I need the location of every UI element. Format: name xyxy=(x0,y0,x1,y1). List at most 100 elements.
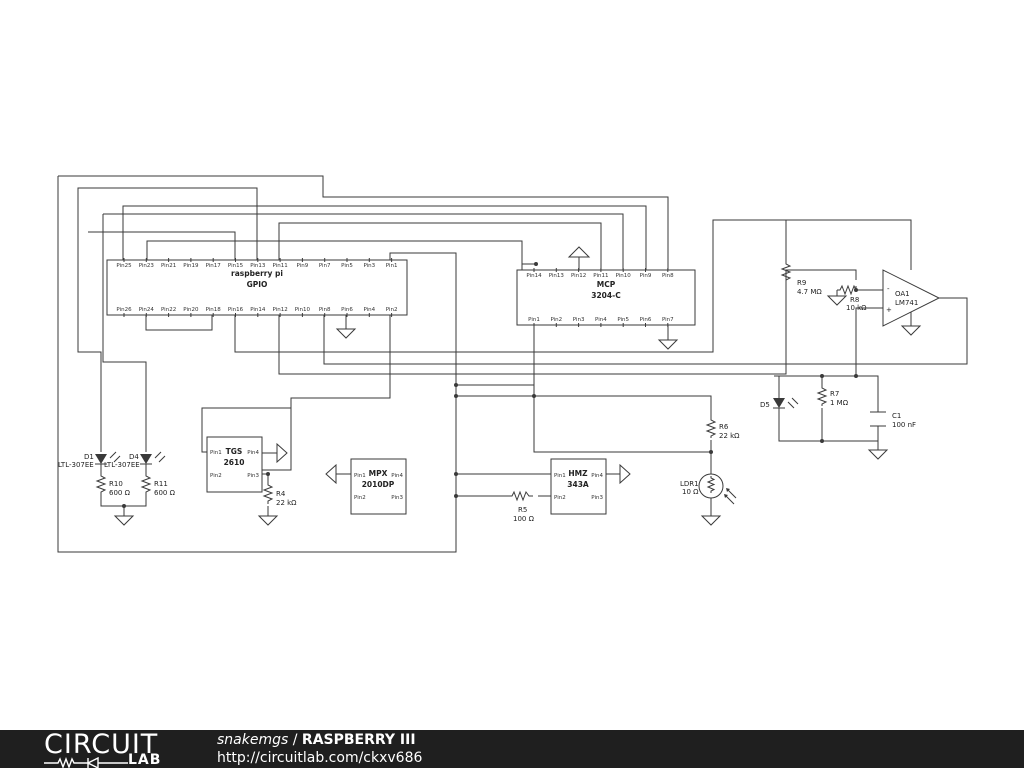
d4-led-icon xyxy=(140,451,166,465)
tgs-pin4: Pin4 xyxy=(247,450,259,456)
hmz-subtitle: 343A xyxy=(567,480,589,489)
pin-label: Pin11 xyxy=(272,263,287,269)
tgs-title: TGS xyxy=(226,447,243,456)
mcp-subtitle: 3204-C xyxy=(591,291,621,300)
pin-label: Pin23 xyxy=(139,263,155,269)
pin-label: Pin13 xyxy=(250,263,266,269)
ground-icon xyxy=(700,515,722,526)
hmz-pin2: Pin2 xyxy=(554,495,566,501)
d5-led-icon xyxy=(773,397,799,412)
pin-label: Pin4 xyxy=(363,307,375,313)
d5-name: D5 xyxy=(760,401,770,409)
d4-name: D4 xyxy=(129,453,139,461)
pin-label: Pin16 xyxy=(228,307,244,313)
opamp-plus: + xyxy=(886,306,892,314)
ldr1-photoresistor xyxy=(698,473,737,505)
project-url[interactable]: http://circuitlab.com/ckxv686 xyxy=(217,750,423,766)
resistors xyxy=(95,262,858,504)
pin-label: Pin12 xyxy=(272,307,287,313)
tgs-pin2: Pin2 xyxy=(210,473,222,479)
ground-icon xyxy=(113,515,135,526)
ground-icon xyxy=(657,339,679,350)
r4-value: 22 kΩ xyxy=(276,499,297,507)
tgs-pin1: Pin1 xyxy=(210,450,222,456)
r11-value: 600 Ω xyxy=(154,489,176,497)
pin-label: Pin11 xyxy=(593,273,608,279)
junction-dots xyxy=(122,262,858,508)
mpx-subtitle: 2010DP xyxy=(362,480,395,489)
pin-label: Pin9 xyxy=(297,263,309,269)
pin-label: Pin14 xyxy=(250,307,266,313)
pin-label: Pin8 xyxy=(662,273,674,279)
r8-resistor xyxy=(837,284,858,296)
d1-name: D1 xyxy=(84,453,94,461)
opamp-lm741: - + OA1 LM741 xyxy=(882,269,941,327)
pin-label: Pin17 xyxy=(206,263,222,269)
pin-label: Pin22 xyxy=(161,307,176,313)
r9-name: R9 xyxy=(797,279,806,287)
hmz-arrow-icon xyxy=(619,463,631,485)
hmz-title: HMZ xyxy=(568,469,588,478)
pin-label: Pin12 xyxy=(571,273,586,279)
r5-name: R5 xyxy=(518,506,527,514)
r8-value: 10 kΩ xyxy=(846,304,867,312)
circuitlab-logo[interactable]: CIRCUIT xyxy=(44,729,159,760)
ground-icon xyxy=(867,449,889,460)
pin-label: Pin14 xyxy=(526,273,542,279)
pin-label: Pin2 xyxy=(386,307,398,313)
r5-value: 100 Ω xyxy=(513,515,535,523)
d4-part: LTL-307EE xyxy=(104,461,140,469)
tgs-2610-sensor: TGS 2610 Pin1 Pin4 Pin2 Pin3 xyxy=(206,436,263,493)
pin-label: Pin1 xyxy=(528,317,540,323)
logo-lab-text: LAB xyxy=(128,752,162,768)
rpi-subtitle: GPIO xyxy=(247,280,268,289)
pin-label: Pin5 xyxy=(341,263,353,269)
mpx-2010dp-sensor: MPX 2010DP Pin1 Pin4 Pin2 Pin3 xyxy=(350,458,407,515)
ground-icon xyxy=(257,515,279,526)
author-link[interactable]: snakemgs xyxy=(217,732,289,748)
project-title[interactable]: RASPBERRY III xyxy=(301,732,416,748)
r10-resistor xyxy=(95,474,107,494)
mpx-pin1: Pin1 xyxy=(354,473,366,479)
r9-value: 4.7 MΩ xyxy=(797,288,822,296)
r4-resistor xyxy=(262,482,274,504)
pin-label: Pin18 xyxy=(206,307,222,313)
ground-icon xyxy=(900,325,922,336)
mpx-pin4: Pin4 xyxy=(391,473,403,479)
mcp-title: MCP xyxy=(597,280,616,289)
mpx-pin3: Pin3 xyxy=(391,495,403,501)
opamp-name: OA1 xyxy=(895,290,910,298)
pin-label: Pin21 xyxy=(161,263,176,269)
r10-name: R10 xyxy=(109,480,123,488)
r7-name: R7 xyxy=(830,390,839,398)
hmz-pin3: Pin3 xyxy=(591,495,603,501)
circuit-symbol-icon xyxy=(44,757,128,768)
r8-name: R8 xyxy=(850,296,859,304)
pin-label: Pin10 xyxy=(295,307,311,313)
footer-bar: CIRCUIT LAB snakemgs / RASPBERRY III htt… xyxy=(0,730,1024,768)
ldr1-value: 10 Ω xyxy=(682,488,699,496)
pin-label: Pin2 xyxy=(550,317,562,323)
pin-label: Pin1 xyxy=(386,263,398,269)
component-labels: D1 LTL-307EE D4 LTL-307EE D5 R10 600 Ω R… xyxy=(58,279,916,523)
pin-label: Pin10 xyxy=(616,273,632,279)
pin-label: Pin6 xyxy=(341,307,353,313)
pin-label: Pin3 xyxy=(363,263,375,269)
pin-label: Pin6 xyxy=(640,317,652,323)
r6-resistor xyxy=(705,418,717,438)
pin-label: Pin4 xyxy=(595,317,607,323)
mpx-title: MPX xyxy=(369,469,388,478)
ground-icon xyxy=(826,295,848,306)
byline-separator: / xyxy=(288,732,302,748)
pin-label: Pin25 xyxy=(116,263,132,269)
pin-label: Pin19 xyxy=(183,263,199,269)
hmz-pin4: Pin4 xyxy=(591,473,603,479)
opamp-part: LM741 xyxy=(895,299,918,307)
hmz-343a-sensor: HMZ 343A Pin1 Pin4 Pin2 Pin3 xyxy=(550,458,607,515)
pin-label: Pin7 xyxy=(319,263,331,269)
ground-icon xyxy=(335,328,357,339)
